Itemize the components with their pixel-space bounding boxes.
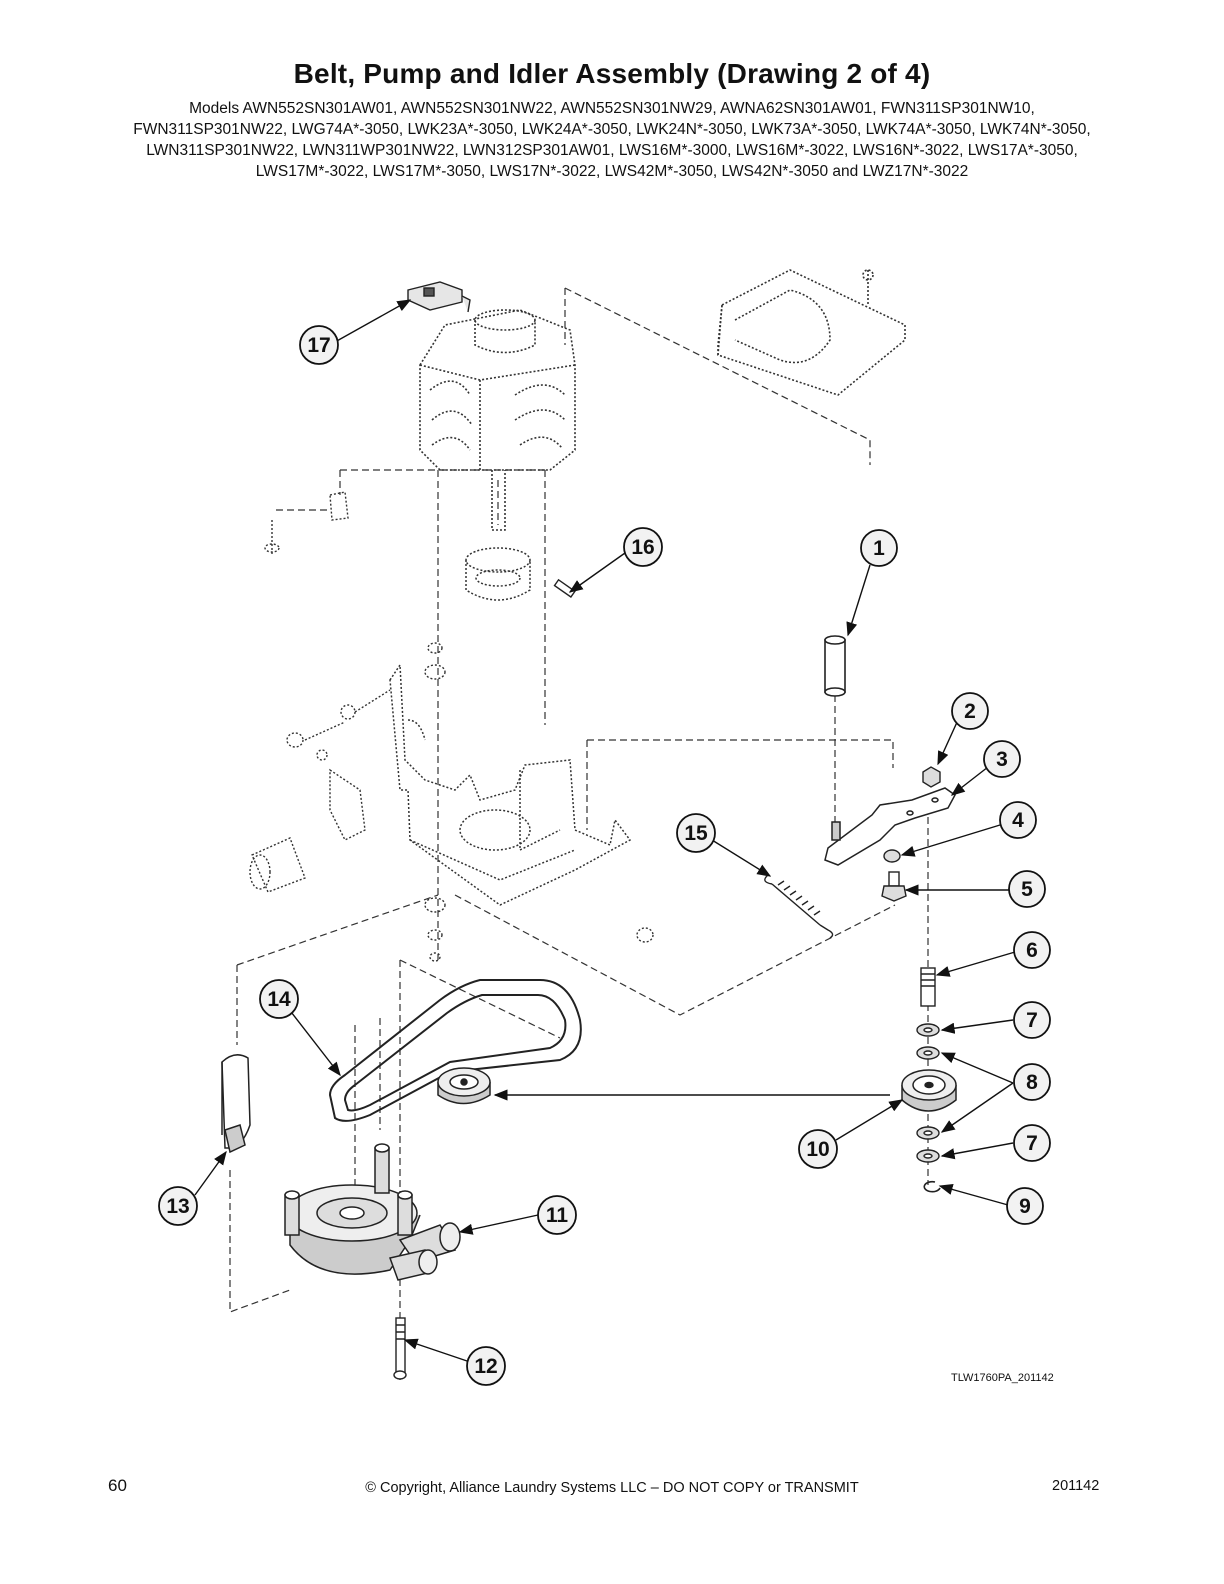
callout-label: 4 xyxy=(1012,809,1024,832)
callout-label: 7 xyxy=(1026,1132,1038,1155)
idler-washer xyxy=(883,849,901,863)
pulley-pin xyxy=(553,578,576,598)
belt-pulley xyxy=(437,1067,491,1105)
callout-9: 9 xyxy=(1006,1187,1044,1225)
callout-label: 7 xyxy=(1026,1009,1038,1032)
callout-13: 13 xyxy=(158,1186,198,1226)
callout-label: 2 xyxy=(964,700,976,723)
idler-bolt xyxy=(881,871,907,902)
callout-14: 14 xyxy=(259,979,299,1019)
drive-belt xyxy=(328,979,582,1122)
callout-label: 14 xyxy=(267,988,291,1011)
callout-15: 15 xyxy=(676,813,716,853)
callout-4: 4 xyxy=(999,801,1037,839)
callout-leaders xyxy=(194,299,1016,1363)
copyright-notice: © Copyright, Alliance Laundry Systems LL… xyxy=(365,1480,859,1496)
motor-connector xyxy=(407,281,471,313)
callout-label: 3 xyxy=(996,748,1008,771)
callout-label: 12 xyxy=(474,1355,497,1378)
callout-label: 13 xyxy=(166,1195,189,1218)
callout-5: 5 xyxy=(1008,870,1046,908)
callout-label: 8 xyxy=(1026,1071,1038,1094)
callout-label: 9 xyxy=(1019,1195,1031,1218)
callout-6: 6 xyxy=(1013,931,1051,969)
motor-mounting-bracket xyxy=(389,662,632,906)
drive-motor xyxy=(419,309,576,531)
callout-1: 1 xyxy=(860,529,898,567)
hose-strap xyxy=(221,1054,251,1154)
motor-cover-plate xyxy=(717,269,906,396)
page-title: Belt, Pump and Idler Assembly (Drawing 2… xyxy=(293,58,931,89)
callout-10: 10 xyxy=(798,1129,838,1169)
callout-label: 11 xyxy=(546,1204,569,1227)
idler-washers-stack xyxy=(916,1023,940,1163)
callout-label: 1 xyxy=(873,537,885,560)
callout-label: 5 xyxy=(1021,878,1033,901)
models-list: Models AWN552SN301AW01, AWN552SN301NW22,… xyxy=(133,100,1091,180)
pump-bolt xyxy=(393,1317,407,1380)
page-number: 60 xyxy=(108,1476,127,1495)
idler-nut xyxy=(922,766,941,788)
idler-stud xyxy=(920,967,936,1007)
drive-pulley xyxy=(465,547,531,601)
callout-8: 8 xyxy=(1013,1063,1051,1101)
callout-markers: 1 2 3 4 5 6 7 8 10 7 9 11 12 13 14 15 16… xyxy=(158,325,1051,1386)
bracket-screws xyxy=(249,689,654,943)
callout-16: 16 xyxy=(623,527,663,567)
callout-3: 3 xyxy=(983,740,1021,778)
callout-label: 15 xyxy=(684,822,708,845)
callout-11: 11 xyxy=(537,1195,577,1235)
drawing-id: TLW1760PA_201142 xyxy=(951,1372,1054,1384)
callout-label: 6 xyxy=(1026,939,1038,962)
callout-2: 2 xyxy=(951,692,989,730)
idler-arm xyxy=(824,787,956,866)
callout-12: 12 xyxy=(466,1346,506,1386)
callout-7-upper: 7 xyxy=(1013,1001,1051,1039)
idler-pulley xyxy=(901,1069,957,1112)
document-number: 201142 xyxy=(1052,1478,1100,1494)
callout-label: 10 xyxy=(806,1138,829,1161)
idler-shaft-tube xyxy=(824,635,846,697)
callout-17: 17 xyxy=(299,325,339,365)
mounting-screw xyxy=(264,491,349,555)
callout-7-lower: 7 xyxy=(1013,1124,1051,1162)
retaining-clip xyxy=(923,1180,941,1193)
callout-label: 16 xyxy=(631,536,654,559)
idler-spring xyxy=(764,874,834,939)
callout-label: 17 xyxy=(307,334,330,357)
water-pump xyxy=(284,1143,461,1281)
shaft-washers xyxy=(424,642,446,962)
